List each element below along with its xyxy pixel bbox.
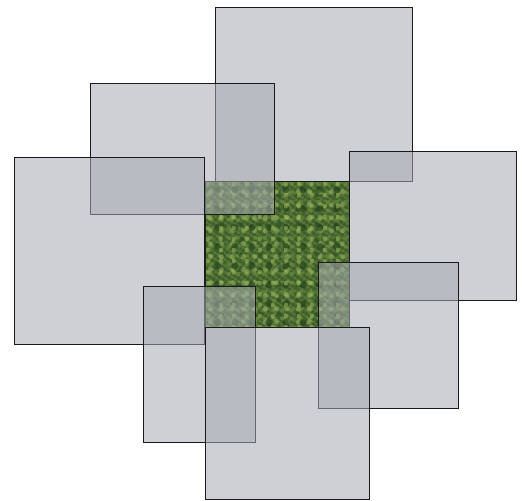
panel-bottom (205, 327, 370, 500)
